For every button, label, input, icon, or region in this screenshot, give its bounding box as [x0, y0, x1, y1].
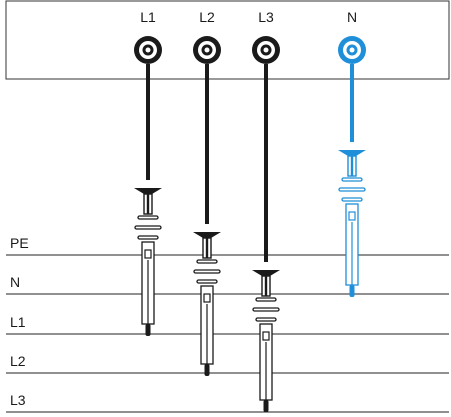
terminal-label-l2: L2 — [199, 9, 215, 25]
probe-lead-l1[interactable] — [134, 64, 162, 336]
terminal-label-n: N — [347, 9, 357, 25]
conductor-label-pe: PE — [10, 235, 29, 251]
conductor-label-n: N — [10, 274, 20, 290]
probe-lead-n[interactable] — [338, 64, 366, 297]
probe-lead-l3[interactable] — [252, 64, 280, 412]
conductor-label-l2: L2 — [10, 353, 26, 369]
terminal-socket-l1[interactable] — [134, 36, 162, 64]
conductor-label-l1: L1 — [10, 314, 26, 330]
terminal-socket-l3[interactable] — [252, 36, 280, 64]
terminal-label-l1: L1 — [140, 9, 156, 25]
terminal-socket-n[interactable] — [338, 36, 366, 64]
instrument-panel — [5, 0, 450, 80]
terminal-socket-l2[interactable] — [193, 36, 221, 64]
conductor-label-l3: L3 — [10, 392, 26, 408]
probe-lead-l2[interactable] — [193, 64, 221, 376]
terminal-label-l3: L3 — [258, 9, 274, 25]
